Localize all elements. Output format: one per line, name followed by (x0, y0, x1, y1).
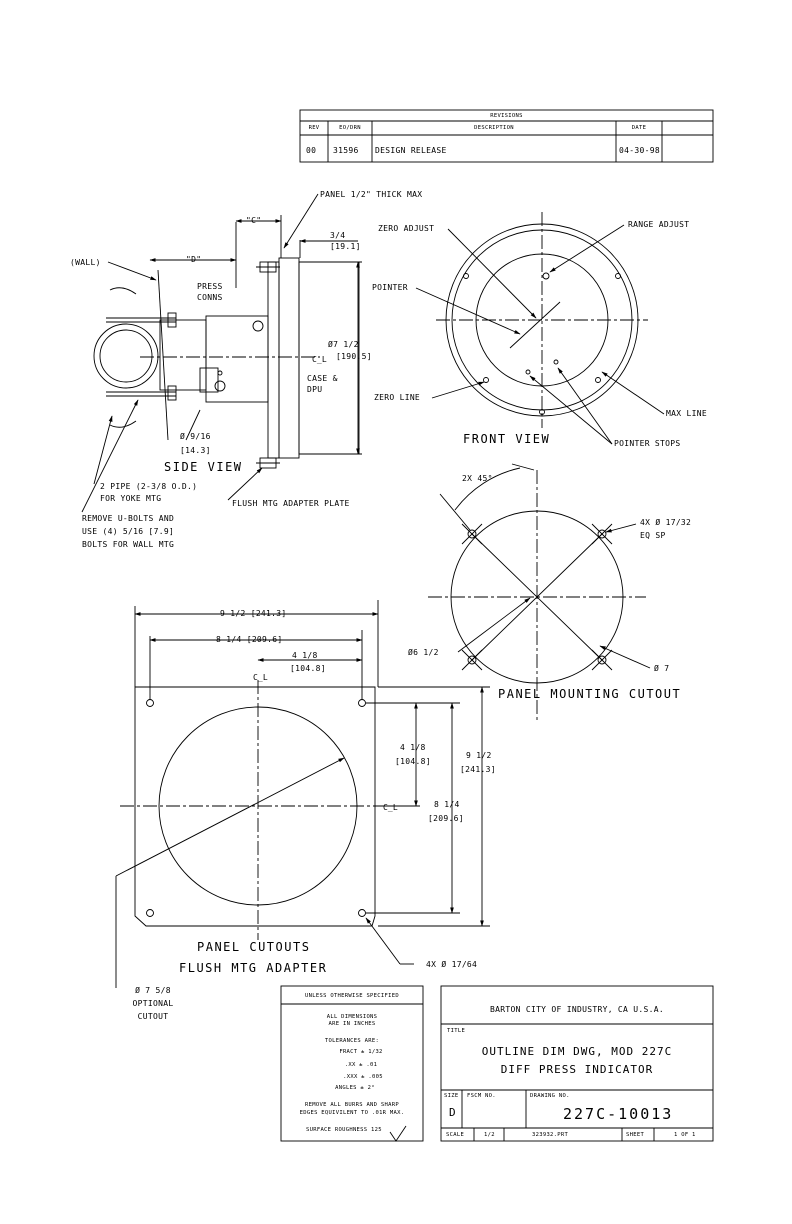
adapter-holes-label: 4X Ø 17/64 (426, 960, 478, 969)
rev-row-rev: 00 (306, 146, 317, 155)
scale-value: 1/2 (484, 1132, 495, 1138)
spec-line-5: FRACT ± 1/32 (339, 1049, 383, 1055)
case-dpu-label-2: DPU (307, 385, 323, 394)
flush-plate-label: FLUSH MTG ADAPTER PLATE (232, 499, 350, 508)
adapter-top-centerline-mark: C̲L (253, 673, 269, 682)
size-label: SIZE (444, 1093, 459, 1099)
revisions-table-frame (299, 109, 714, 163)
pipe-note-2: FOR YOKE MTG (100, 494, 162, 503)
rev-row-date: 04-30-98 (619, 146, 660, 155)
rev-header-date: DATE (631, 125, 647, 131)
scale-label: SCALE (446, 1132, 465, 1138)
adapter-half-width-mm: [104.8] (290, 664, 326, 673)
title-line-1: OUTLINE DIM DWG, MOD 227C (481, 1045, 673, 1058)
sheet-label: SHEET (626, 1132, 645, 1138)
rev-header-description: DESCRIPTION (474, 125, 514, 131)
wall-label: (WALL) (70, 258, 101, 267)
range-adjust-label: RANGE ADJUST (628, 220, 690, 229)
cutout-diameter: Ø 7 (654, 664, 670, 673)
rev-header-rev: REV (308, 125, 320, 131)
pointer-stops-label: POINTER STOPS (614, 439, 681, 448)
zero-line-label: ZERO LINE (374, 393, 421, 402)
ubolt-note-3: BOLTS FOR WALL MTG (82, 540, 175, 549)
adapter-title-2: FLUSH MTG ADAPTER (179, 961, 328, 975)
drawing-no-label: DRAWING NO. (530, 1093, 570, 1099)
spec-line-11: EDGES EQUIVILENT TO .01R MAX. (299, 1110, 405, 1116)
adapter-geometry (115, 600, 490, 988)
cutout-eqsp-label: EQ SP (640, 531, 666, 540)
front-view-geometry (415, 212, 665, 445)
side-centerline-mark: C̲L (312, 355, 328, 364)
rev-row-description: DESIGN RELEASE (375, 146, 447, 155)
spec-line-10: REMOVE ALL BURRS AND SHARP (305, 1102, 399, 1108)
panel-cutout-geometry (428, 463, 651, 722)
cutout-bolt-circle: Ø6 1/2 (408, 648, 439, 657)
pointer-label: POINTER (372, 283, 408, 292)
spec-line-1: ALL DIMENSIONS (326, 1014, 378, 1020)
spec-line-4: TOLERANCES ARE: (324, 1038, 380, 1044)
bolt-hole-diameter-mm: [14.3] (180, 446, 211, 455)
title-line-2: DIFF PRESS INDICATOR (500, 1063, 654, 1076)
spec-line-2: ARE IN INCHES (328, 1021, 376, 1027)
adapter-side-centerline-mark: C̲L (383, 803, 399, 812)
optional-cutout-2: OPTIONAL (132, 999, 174, 1008)
size-value: D (449, 1106, 457, 1119)
max-line-label: MAX LINE (666, 409, 707, 418)
ubolt-note-1: REMOVE U-BOLTS AND (82, 514, 175, 523)
panel-cutout-title: PANEL MOUNTING CUTOUT (498, 687, 682, 701)
rev-row-eo: 31596 (333, 146, 359, 155)
press-conns-label-2: CONNS (197, 293, 223, 302)
adapter-width-holes: 8 1/4 [209.6] (216, 635, 283, 644)
adapter-title-1: PANEL CUTOUTS (197, 940, 311, 954)
adapter-half-height: 4 1/8 (400, 743, 426, 752)
ubolt-note-2: USE (4) 5/16 [7.9] (82, 527, 175, 536)
dim-d-label: "D" (186, 255, 202, 264)
company-name: BARTON CITY OF INDUSTRY, CA U.S.A. (490, 1005, 664, 1014)
adapter-half-width: 4 1/8 (292, 651, 318, 660)
rev-header-eo: EO/DRN (339, 125, 361, 131)
title-label: TITLE (447, 1028, 466, 1034)
dim-3-4-mm: [19.1] (330, 242, 361, 251)
case-diameter-mm: [190.5] (336, 352, 372, 361)
adapter-width-outer: 9 1/2 [241.3] (220, 609, 287, 618)
file-name: 323932.PRT (532, 1132, 569, 1138)
spec-header: UNLESS OTHERWISE SPECIFIED (305, 993, 399, 999)
title-block-frame (280, 985, 714, 1142)
side-view-title: SIDE VIEW (164, 460, 243, 474)
drawing-number: 227C-10013 (563, 1105, 674, 1123)
optional-cutout-1: Ø 7 5/8 (135, 986, 171, 995)
optional-cutout-3: CUTOUT (137, 1012, 169, 1021)
spec-line-8: ANGLES ± 2° (335, 1085, 375, 1091)
press-conns-label-1: PRESS (197, 282, 223, 291)
spec-line-7: .XXX ± .005 (343, 1074, 383, 1080)
zero-adjust-label: ZERO ADJUST (378, 224, 435, 233)
adapter-height-outer: 9 1/2 (466, 751, 492, 760)
cutout-angle-label: 2X 45° (462, 474, 493, 483)
sheet-value: 1 OF 1 (674, 1132, 696, 1138)
spec-line-13: SURFACE ROUGHNESS 125 (306, 1127, 382, 1133)
adapter-height-holes-mm: [209.6] (428, 814, 464, 823)
panel-thickness-note: PANEL 1/2" THICK MAX (320, 190, 423, 199)
adapter-height-outer-mm: [241.3] (460, 765, 496, 774)
pipe-note-1: 2 PIPE (2-3/8 O.D.) (100, 482, 198, 491)
cutout-holes-label: 4X Ø 17/32 (640, 518, 692, 527)
front-view-title: FRONT VIEW (463, 432, 551, 446)
case-diameter: Ø7 1/2 (328, 340, 359, 349)
dim-c-label: "C" (246, 216, 262, 225)
fscm-label: FSCM NO. (467, 1093, 496, 1099)
side-view-geometry (81, 193, 362, 513)
bolt-hole-diameter: Ø 9/16 (180, 432, 211, 441)
revisions-title: REVISIONS (490, 113, 523, 119)
adapter-height-holes: 8 1/4 (434, 800, 460, 809)
adapter-half-height-mm: [104.8] (395, 757, 431, 766)
dim-3-4: 3/4 (330, 231, 346, 240)
case-dpu-label-1: CASE & (307, 374, 338, 383)
spec-line-6: .XX ± .01 (344, 1062, 378, 1068)
